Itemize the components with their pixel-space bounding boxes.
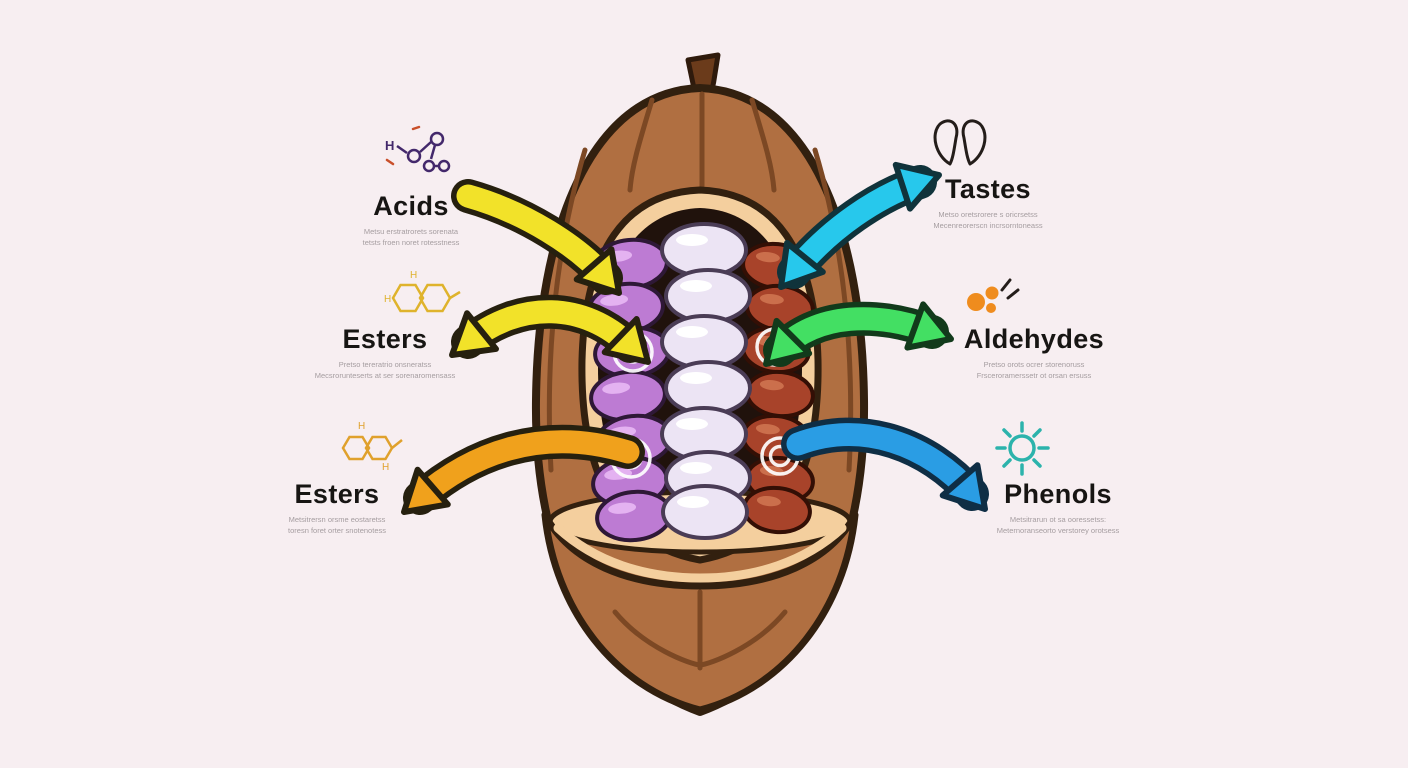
phenols-caption: Metsitrarun ot sa ooressetss: Meternoran… bbox=[973, 515, 1143, 537]
phenol-sunburst-icon bbox=[995, 421, 1050, 476]
svg-text:H: H bbox=[358, 421, 365, 432]
caption-line: Metsu erstratrorets sorenata bbox=[363, 227, 459, 236]
esters-bottom-caption: Metsitrersn orsme eostaretss toresn fore… bbox=[252, 515, 422, 537]
svg-text:H: H bbox=[384, 294, 391, 305]
caption-line: Frsceroramerssetr ot orsan ersuss bbox=[976, 370, 1092, 380]
tastes-label: Tastes bbox=[945, 174, 1031, 204]
esters-mid-caption: Pretso tereratrio onsneratss Mecsrorunte… bbox=[300, 360, 470, 382]
esters-mid-label: Esters bbox=[342, 324, 428, 354]
esters-bottom-label: Esters bbox=[294, 479, 380, 509]
tastes-caption: Metso oretsrorere s oricrsetss Mecenreor… bbox=[903, 210, 1073, 232]
caption-line: Meternoranseorto verstorey orotsess bbox=[996, 525, 1120, 535]
caption-line: Metso oretsrorere s oricrsetss bbox=[938, 210, 1038, 219]
callout-phenols: Phenols Metsitrarun ot sa ooressetss: Me… bbox=[973, 479, 1143, 537]
caption-line: Mecenreorerscn incrsorntoneass bbox=[933, 220, 1043, 230]
callout-acids: Acids Metsu erstratrorets sorenata tetst… bbox=[326, 191, 496, 249]
taste-buds-icon bbox=[933, 119, 987, 166]
caption-line: toresn foret orter snotenotess bbox=[288, 525, 386, 535]
callout-tastes: Tastes Metso oretsrorere s oricrsetss Me… bbox=[903, 174, 1073, 232]
svg-text:H: H bbox=[382, 462, 389, 473]
tastes-arrow bbox=[777, 161, 942, 290]
caption-line: Pretso tereratrio onsneratss bbox=[338, 360, 432, 369]
bean-column-pale bbox=[660, 222, 752, 540]
molecule-icon: H bbox=[385, 125, 451, 173]
svg-text:H: H bbox=[385, 138, 394, 153]
esters-bottom-arrow bbox=[401, 424, 645, 515]
caption-line: Pretso orots ocrer storenoruss bbox=[983, 360, 1085, 369]
caption-line: tetsts froen noret rotesstness bbox=[362, 237, 460, 247]
callout-esters-bottom: Esters Metsitrersn orsme eostaretss tore… bbox=[252, 479, 422, 537]
caption-line: Metsitrarun ot sa ooressetss: bbox=[1009, 515, 1107, 524]
callout-esters-mid: Esters Pretso tereratrio onsneratss Mecs… bbox=[300, 324, 470, 382]
aromatic-ring-icon: H H bbox=[384, 270, 461, 313]
acids-label: Acids bbox=[373, 191, 449, 221]
aromatic-ring-icon: H H bbox=[341, 421, 403, 473]
esters-mid-arrow bbox=[449, 294, 651, 365]
phenols-arrow bbox=[781, 417, 989, 512]
bowl-front-rim bbox=[553, 523, 847, 583]
bowl-ridges bbox=[612, 589, 788, 671]
aldehydes-caption: Pretso orots ocrer storenoruss Frscerora… bbox=[949, 360, 1119, 382]
caption-line: Metsitrersn orsme eostaretss bbox=[288, 515, 386, 524]
acids-arrow bbox=[451, 179, 623, 296]
cacao-pod bbox=[531, 52, 869, 716]
callout-aldehydes: Aldehydes Pretso orots ocrer storenoruss… bbox=[949, 324, 1119, 382]
aldehydes-label: Aldehydes bbox=[963, 324, 1105, 354]
caption-line: Mecsrorunteserts at ser sorenaromensass bbox=[314, 370, 456, 380]
aldehyde-droplets-icon bbox=[967, 278, 1020, 313]
aldehydes-arrow bbox=[763, 301, 954, 367]
svg-text:H: H bbox=[410, 270, 417, 281]
phenols-label: Phenols bbox=[1004, 479, 1112, 509]
acids-caption: Metsu erstratrorets sorenata tetsts froe… bbox=[326, 227, 496, 249]
